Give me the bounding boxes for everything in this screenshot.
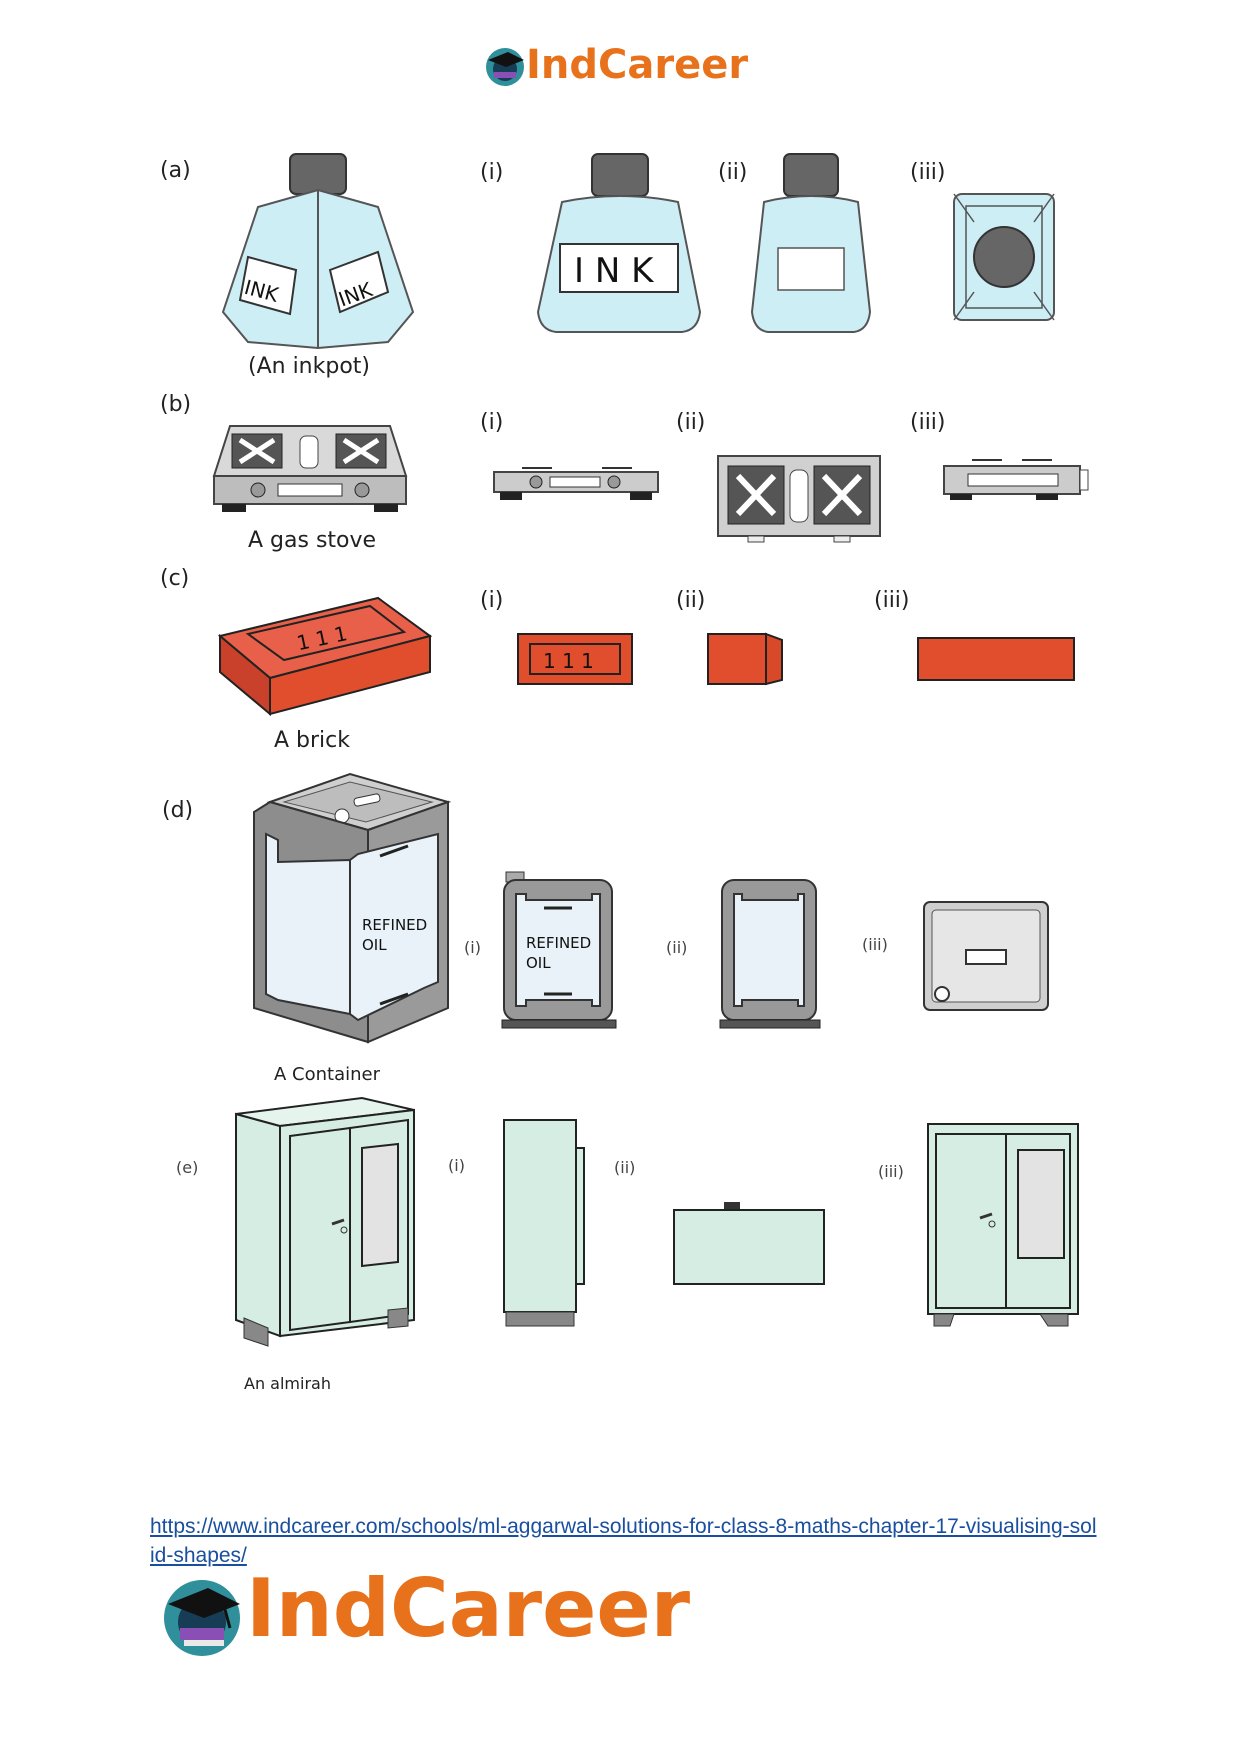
brick-top-view: 1 1 1	[517, 633, 633, 685]
inkpot-front-view: I N K	[536, 153, 702, 333]
container-3d-oil-line2: OIL	[362, 936, 387, 954]
graduation-cap-icon	[164, 1580, 240, 1656]
brick-view-i-label: (i)	[480, 588, 504, 613]
inkpot-top-view	[953, 193, 1055, 321]
almirah-view-iii-label: (iii)	[878, 1162, 904, 1181]
inkpot-view-ii-label: (ii)	[718, 160, 748, 185]
almirah-view-i-label: (i)	[448, 1156, 465, 1175]
container-front-view: REFINED OIL	[501, 871, 617, 1029]
footer-logo: IndCareer	[160, 1562, 720, 1668]
brick-3d-figure: 1 1 1	[217, 596, 433, 717]
gas-stove-side-view	[943, 459, 1089, 500]
container-front-oil-line1: REFINED	[526, 934, 591, 952]
gas-stove-front-view	[493, 467, 659, 500]
brick-front-view	[917, 637, 1075, 681]
container-3d-oil-line1: REFINED	[362, 916, 427, 934]
gas-stove-view-i-label: (i)	[480, 410, 504, 435]
inkpot-3d-figure: INK INK	[221, 153, 415, 350]
container-side-view	[719, 879, 821, 1029]
header-logo: IndCareer	[484, 42, 764, 92]
section-a-label: (a)	[160, 158, 191, 183]
ink-front-text: I N K	[574, 251, 655, 291]
brick-view-iii-label: (iii)	[874, 588, 910, 613]
container-caption: A Container	[274, 1064, 380, 1085]
gas-stove-view-ii-label: (ii)	[676, 410, 706, 435]
almirah-side-view	[503, 1119, 585, 1327]
inkpot-view-iii-label: (iii)	[910, 160, 946, 185]
brick-view-ii-label: (ii)	[676, 588, 706, 613]
gas-stove-caption: A gas stove	[248, 528, 377, 553]
footer-logo-text: IndCareer	[246, 1562, 691, 1655]
section-e-label: (e)	[176, 1158, 199, 1177]
section-d-label: (d)	[162, 798, 194, 823]
container-front-oil-line2: OIL	[526, 954, 551, 972]
brick-side-view	[707, 632, 783, 686]
container-view-i-label: (i)	[464, 938, 481, 957]
almirah-front-view	[927, 1123, 1079, 1327]
inkpot-side-view	[750, 153, 872, 333]
gas-stove-view-iii-label: (iii)	[910, 410, 946, 435]
almirah-caption: An almirah	[244, 1374, 331, 1393]
container-view-iii-label: (iii)	[862, 935, 888, 954]
inkpot-view-i-label: (i)	[480, 160, 504, 185]
source-link[interactable]: https://www.indcareer.com/schools/ml-agg…	[150, 1515, 1097, 1567]
container-top-view	[923, 901, 1049, 1011]
graduation-cap-icon	[486, 48, 524, 86]
brick-top-mark: 1 1 1	[543, 649, 594, 673]
container-view-ii-label: (ii)	[666, 938, 688, 957]
brick-caption: A brick	[274, 728, 351, 753]
gas-stove-3d-figure	[212, 425, 408, 512]
section-b-label: (b)	[160, 392, 192, 417]
almirah-top-view	[673, 1202, 825, 1285]
almirah-3d-figure	[235, 1096, 415, 1347]
inkpot-caption: (An inkpot)	[248, 354, 370, 379]
container-3d-figure: REFINED OIL	[253, 772, 452, 1044]
gas-stove-top-view	[717, 455, 881, 543]
section-c-label: (c)	[160, 566, 190, 591]
almirah-view-ii-label: (ii)	[614, 1158, 636, 1177]
header-logo-text: IndCareer	[526, 42, 749, 88]
